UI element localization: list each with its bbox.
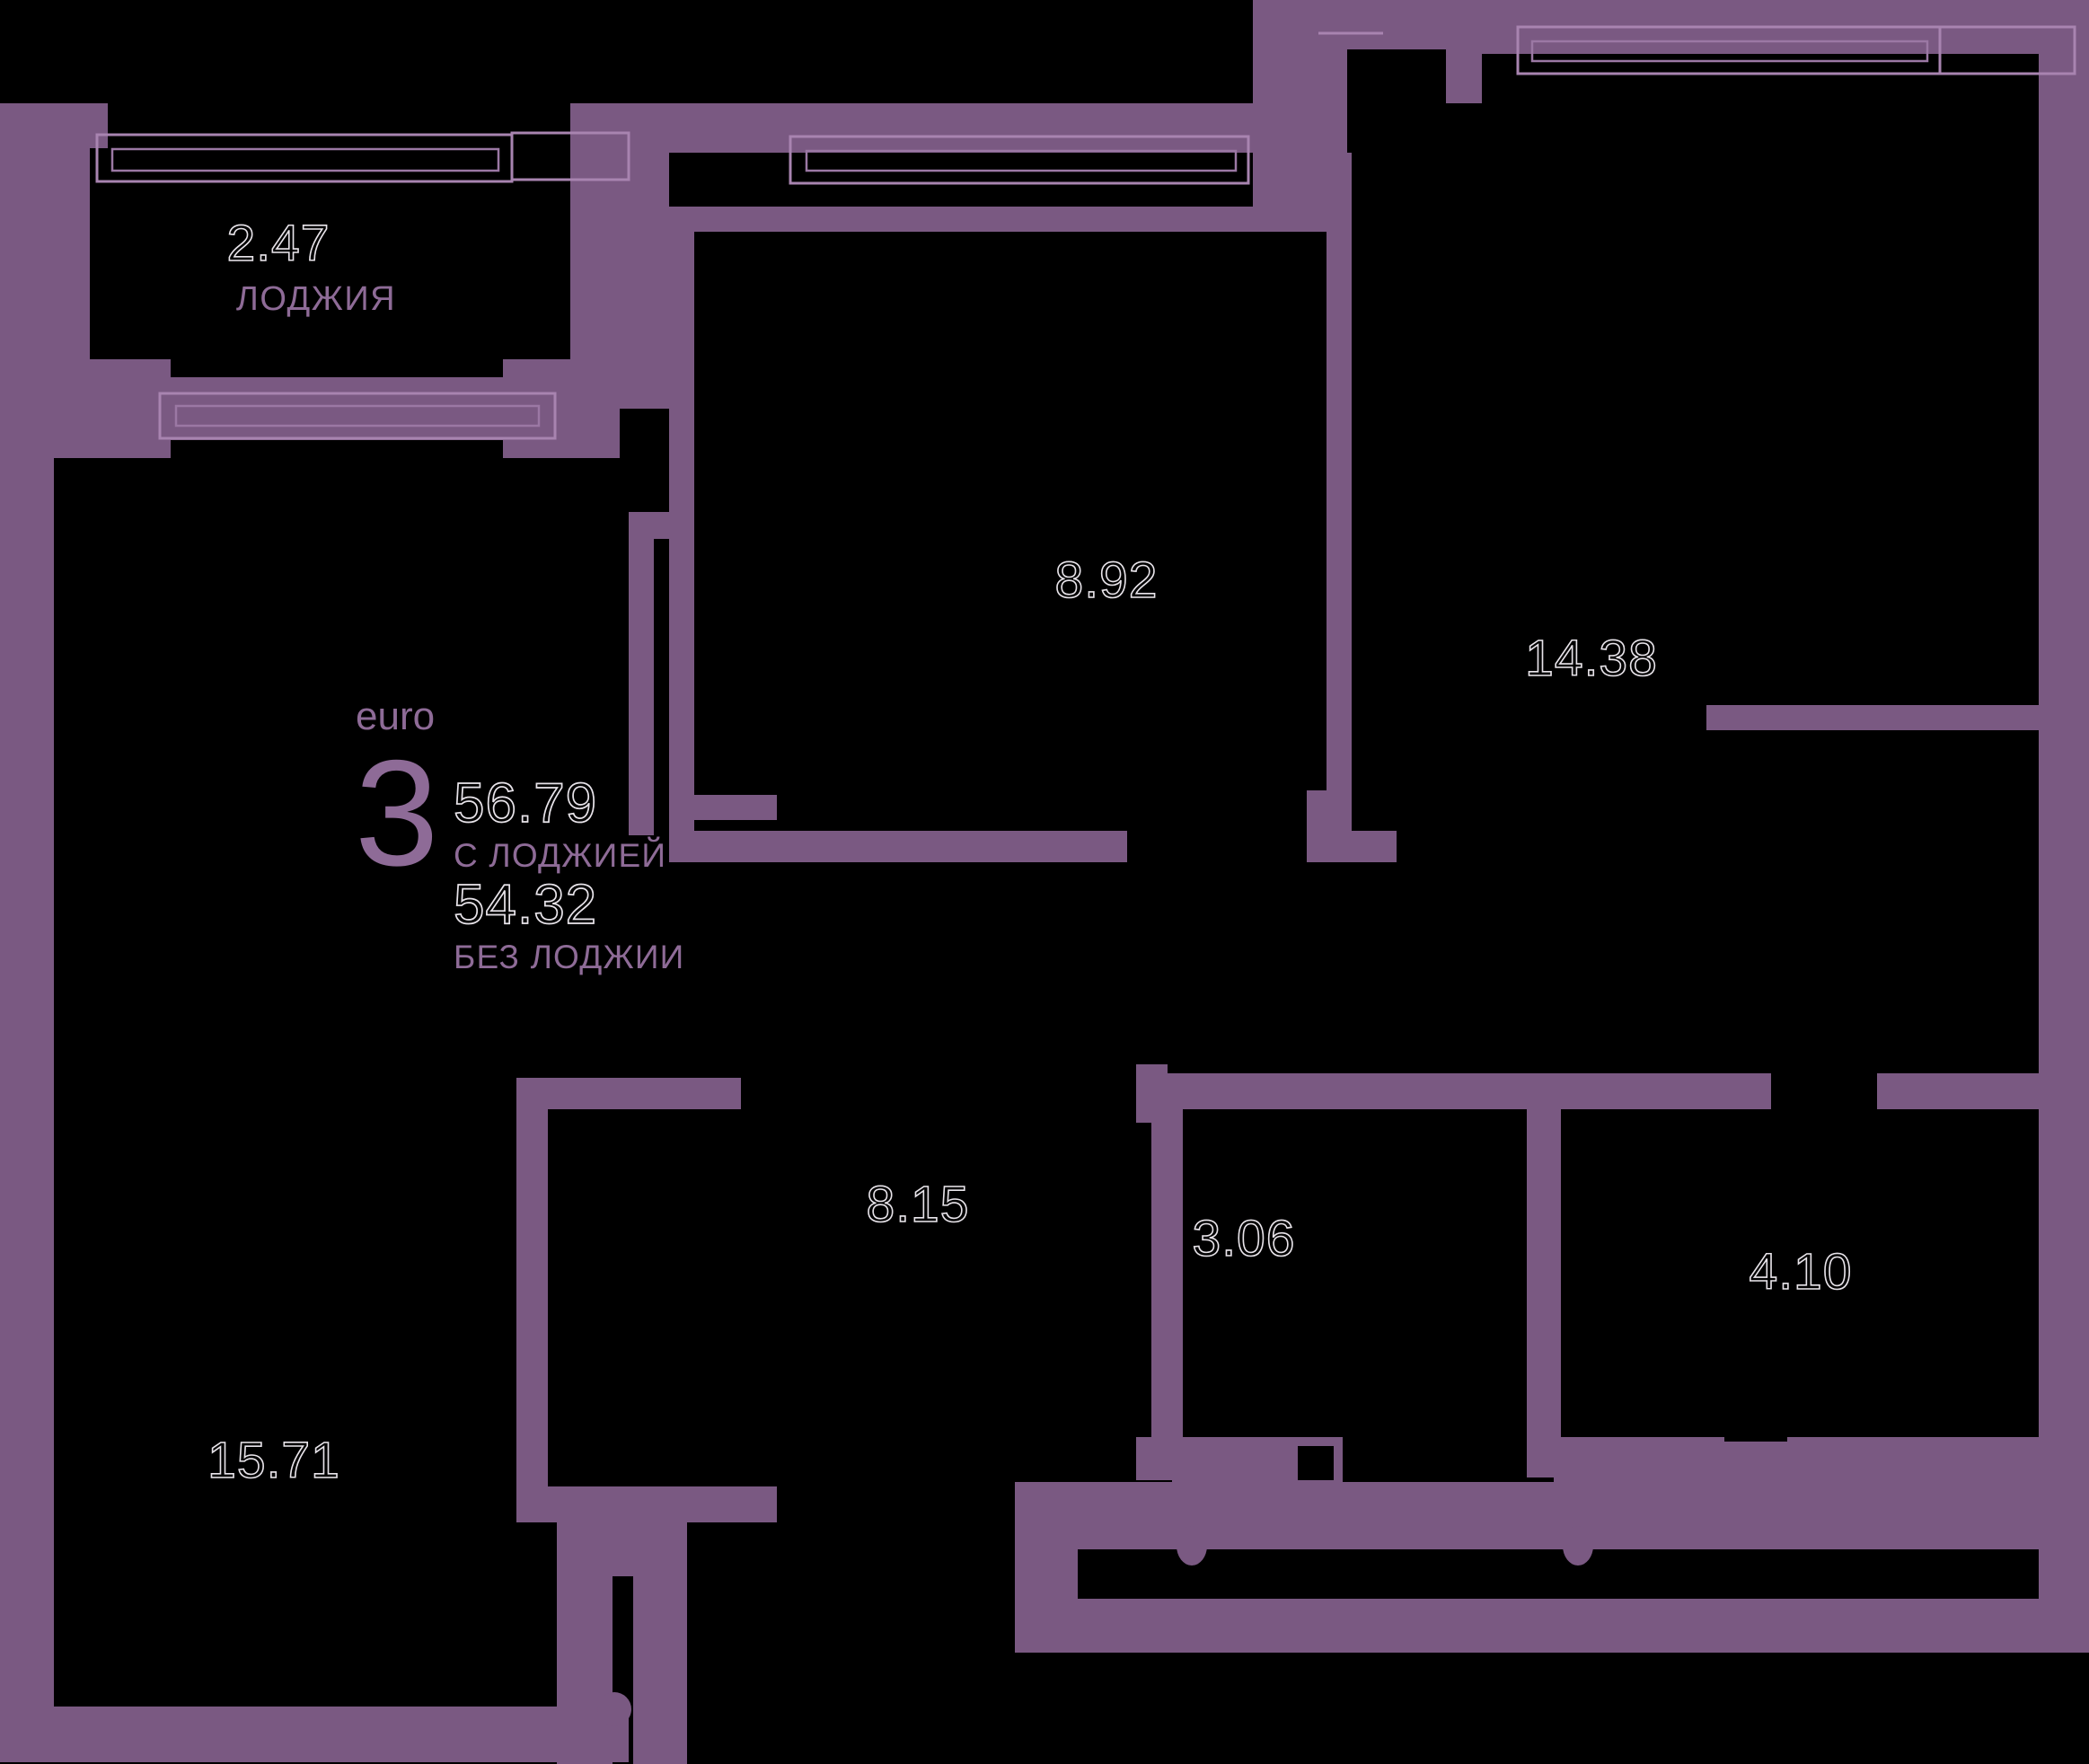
badge-room-count: 3	[355, 728, 438, 897]
summary-badge: euro 3 56.79 С ЛОДЖИЕЙ 54.32 БЕЗ ЛОДЖИИ	[355, 694, 684, 975]
room-area-hall: 8.15	[867, 1176, 970, 1233]
window-living-top-right	[1938, 25, 2076, 75]
badge-euro-prefix: euro	[356, 694, 435, 738]
room-labels-group: 2.47 ЛОДЖИЯ 8.92 14.38 8.15 3.06 4.10 15…	[207, 214, 1853, 1490]
room-name-loggia: ЛОДЖИЯ	[236, 280, 396, 318]
room-area-living-room: 14.38	[1525, 630, 1658, 687]
fixture-dot-entry	[597, 1692, 631, 1726]
fixture-dot-1	[1177, 1526, 1207, 1566]
window-top-left-outer	[510, 131, 630, 181]
badge-area-without-loggia: 54.32	[454, 874, 597, 936]
badge-caption-with-loggia: С ЛОДЖИЕЙ	[454, 836, 666, 874]
window-bath-sill-left	[1172, 1437, 1343, 1489]
window-loggia-bottom	[158, 392, 557, 440]
room-area-bedroom: 15.71	[207, 1432, 340, 1489]
room-area-wc: 4.10	[1750, 1243, 1853, 1301]
room-area-loggia: 2.47	[227, 215, 331, 272]
window-loggia-top	[95, 133, 514, 183]
window-bath-sill-right	[1554, 1437, 1724, 1489]
room-area-bathroom: 3.06	[1193, 1210, 1296, 1267]
fixtures-group	[597, 1526, 1593, 1726]
badge-area-with-loggia: 56.79	[454, 772, 597, 834]
windows-group	[95, 25, 2076, 1489]
badge-caption-without-loggia: БЕЗ ЛОДЖИИ	[454, 939, 684, 975]
window-kitchen-top	[789, 135, 1250, 185]
fixture-dot-2	[1563, 1526, 1593, 1566]
room-area-kitchen: 8.92	[1055, 551, 1159, 609]
